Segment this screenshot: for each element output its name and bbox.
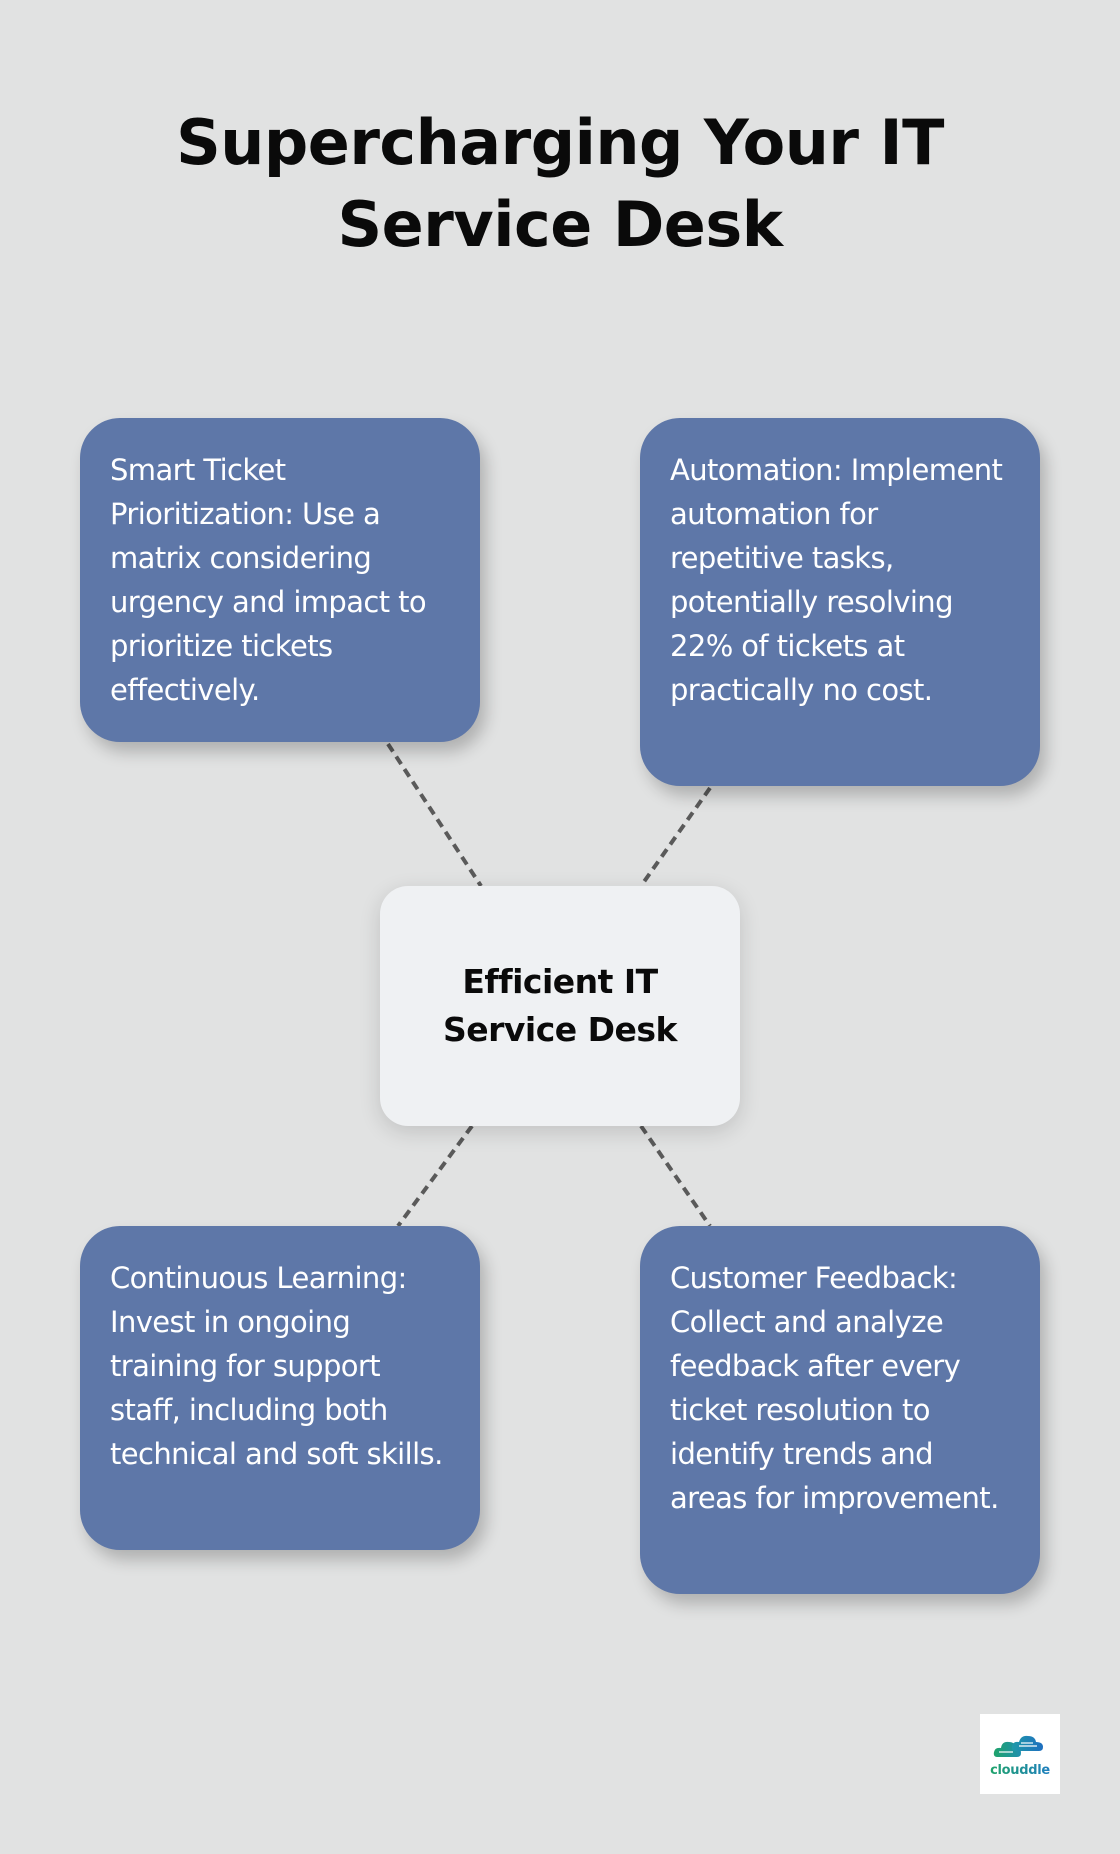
- brand-logo: clouddle: [980, 1714, 1060, 1794]
- node-smart-ticket-prioritization: Smart Ticket Prioritization: Use a matri…: [80, 418, 480, 742]
- node-automation: Automation: Implement automation for rep…: [640, 418, 1040, 786]
- connector-bottom-right: [639, 1124, 712, 1228]
- connector-bottom-left: [396, 1124, 474, 1228]
- center-node: Efficient IT Service Desk: [380, 886, 740, 1126]
- connector-top-right: [639, 786, 712, 888]
- logo-text: clouddle: [990, 1762, 1050, 1778]
- node-customer-feedback: Customer Feedback: Collect and analyze f…: [640, 1226, 1040, 1594]
- page-title: Supercharging Your IT Service Desk: [176, 106, 944, 261]
- cloud-logo-icon: [993, 1735, 1043, 1757]
- node-continuous-learning: Continuous Learning: Invest in ongoing t…: [80, 1226, 480, 1550]
- connector-top-left: [386, 742, 483, 888]
- center-node-label: Efficient IT Service Desk: [442, 962, 678, 1049]
